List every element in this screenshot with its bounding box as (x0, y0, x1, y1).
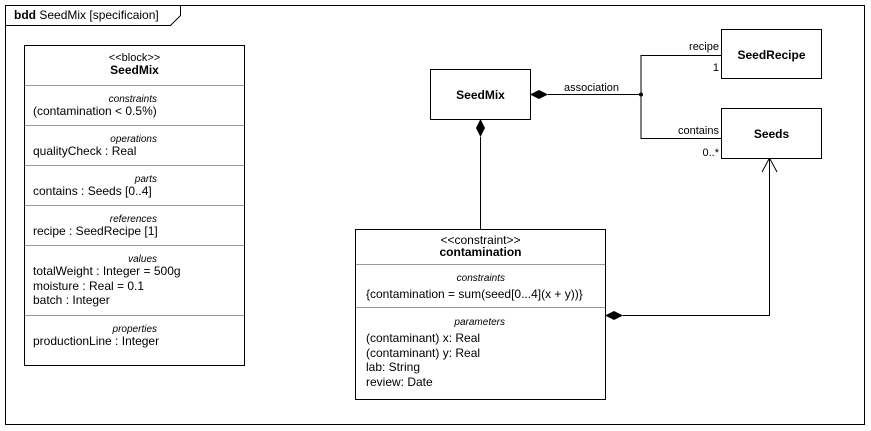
frame-heading: bdd SeedMix [specificaion] (14, 8, 159, 22)
association-connector[interactable] (530, 55, 721, 139)
svg-text:contains : Seeds [0..4]: contains : Seeds [0..4] (33, 184, 152, 198)
svg-text:properties: properties (112, 324, 157, 335)
seeds-label: Seeds (754, 127, 790, 141)
constraint-expression: {contamination = sum(seed[0...4](x + y))… (366, 287, 583, 301)
contains-link (640, 94, 721, 139)
recipe-link (640, 55, 721, 95)
svg-text:references: references (110, 214, 157, 225)
svg-text:moisture : Real = 0.1: moisture : Real = 0.1 (33, 279, 144, 293)
parameter-item: review: Date (366, 375, 433, 389)
association-label: association (564, 82, 619, 94)
compartment-references: references recipe : SeedRecipe [1] (33, 214, 158, 238)
contains-multiplicity: 0..* (702, 147, 719, 159)
svg-text:qualityCheck : Real: qualityCheck : Real (33, 144, 136, 158)
seedmix-definition-block[interactable]: <<block>> SeedMix constraints (contamina… (24, 45, 245, 366)
constraints-compartment-title: constraints (457, 273, 505, 284)
svg-text:recipe : SeedRecipe [1]: recipe : SeedRecipe [1] (33, 224, 158, 238)
seedmix-block[interactable]: SeedMix (430, 69, 531, 120)
svg-text:batch : Integer: batch : Integer (33, 293, 110, 307)
recipe-multiplicity: 1 (713, 62, 719, 74)
block-name: SeedMix (110, 63, 159, 77)
compartment-values: values totalWeight : Integer = 500g mois… (33, 254, 181, 307)
composite-diamond-icon (476, 119, 485, 137)
compartment-constraints: constraints (contamination < 0.5%) (33, 94, 157, 118)
seeds-block[interactable]: Seeds (721, 108, 822, 159)
composite-diamond-icon (605, 311, 623, 320)
contains-role-label: contains (678, 125, 719, 137)
svg-text:totalWeight : Integer = 500g: totalWeight : Integer = 500g (33, 264, 181, 278)
parameters-compartment-title: parameters (453, 317, 505, 328)
svg-text:constraints: constraints (109, 94, 157, 105)
constraint-composition-connector[interactable] (476, 119, 485, 229)
compartment-parts: parts contains : Seeds [0..4] (33, 174, 157, 198)
seedrecipe-label: SeedRecipe (737, 48, 805, 62)
seedmix-label: SeedMix (456, 88, 505, 102)
recipe-role-label: recipe (689, 41, 719, 53)
svg-text:(contamination < 0.5%): (contamination < 0.5%) (33, 104, 157, 118)
parameter-item: lab: String (366, 360, 420, 374)
svg-text:productionLine : Integer: productionLine : Integer (33, 334, 159, 348)
compartment-properties: properties productionLine : Integer (33, 324, 159, 348)
parameter-item: (contaminant) x: Real (366, 331, 480, 345)
frame-tab (5, 5, 181, 26)
svg-text:operations: operations (110, 134, 157, 145)
constraint-stereotype: <<constraint>> (440, 233, 520, 247)
composite-diamond-icon (530, 90, 548, 99)
contamination-constraint-block[interactable]: <<constraint>> contamination constraints… (355, 229, 606, 400)
parameter-item: (contaminant) y: Real (366, 346, 480, 360)
block-stereotype: <<block>> (109, 52, 160, 64)
compartment-operations: operations qualityCheck : Real (33, 134, 157, 158)
svg-text:values: values (128, 254, 157, 265)
svg-text:parts: parts (134, 174, 157, 185)
seedrecipe-block[interactable]: SeedRecipe (721, 29, 822, 79)
constraint-name: contamination (439, 245, 521, 259)
